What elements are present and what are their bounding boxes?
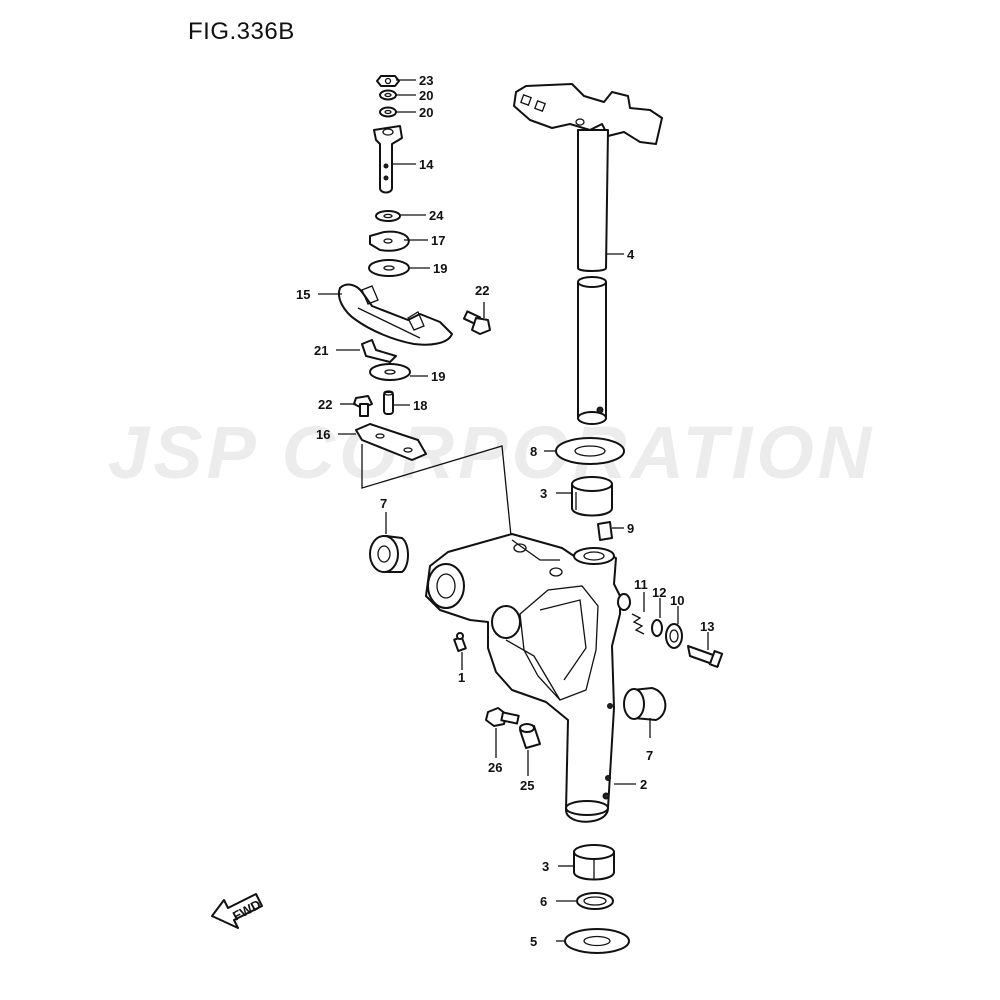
callout-number-25: 25 <box>520 778 534 793</box>
part-plate-17 <box>369 230 410 252</box>
callout-number-22: 22 <box>318 397 332 412</box>
part-nut-23 <box>376 75 400 87</box>
callout-number-18: 18 <box>413 398 427 413</box>
callout-number-13: 13 <box>700 619 714 634</box>
callout-number-23: 23 <box>419 73 433 88</box>
callout-number-22: 22 <box>475 283 489 298</box>
figure-title: FIG.336B <box>188 18 295 45</box>
part-washer-19-lower <box>369 363 411 381</box>
fwd-label: FWD <box>230 897 263 924</box>
callout-number-11: 11 <box>634 577 648 592</box>
part-washer-6 <box>576 892 614 910</box>
part-bolt-26 <box>485 707 520 727</box>
callout-number-7: 7 <box>380 496 387 511</box>
part-swivel-bracket-2 <box>425 533 631 823</box>
callout-number-26: 26 <box>488 760 502 775</box>
callout-number-24: 24 <box>429 208 444 223</box>
part-pin-18 <box>383 390 394 415</box>
callout-number-14: 14 <box>419 157 434 172</box>
part-grease-fitting-1 <box>453 632 467 653</box>
part-pin-14 <box>373 125 403 194</box>
fwd-arrow-badge: FWD <box>211 893 263 929</box>
callout-number-20: 20 <box>419 105 433 120</box>
callout-number-2: 2 <box>640 777 647 792</box>
part-washer-5 <box>564 928 630 954</box>
part-bushing-7-left <box>369 535 409 573</box>
part-lever-15 <box>338 283 453 346</box>
callout-number-7: 7 <box>646 748 653 763</box>
callout-number-3: 3 <box>540 486 547 501</box>
callout-number-4: 4 <box>627 247 635 262</box>
part-collar-25 <box>519 723 541 749</box>
part-washer-8 <box>555 437 625 465</box>
part-bushing-3-lower <box>573 844 615 881</box>
part-washer-12 <box>651 619 663 637</box>
callout-number-5: 5 <box>530 934 537 949</box>
part-bushing-3-upper <box>571 476 613 517</box>
callout-number-12: 12 <box>652 585 666 600</box>
part-washer-20-upper <box>379 89 397 101</box>
callout-number-9: 9 <box>627 521 634 536</box>
callout-number-19: 19 <box>431 369 445 384</box>
callout-number-15: 15 <box>296 287 310 302</box>
callout-number-19: 19 <box>433 261 447 276</box>
part-bushing-7-right <box>623 687 667 721</box>
part-spring-11 <box>631 613 645 635</box>
part-washer-20-lower <box>379 106 397 118</box>
part-plate-16 <box>355 423 427 461</box>
callout-number-10: 10 <box>670 593 684 608</box>
callout-number-21: 21 <box>314 343 328 358</box>
part-key-9 <box>597 521 613 541</box>
callout-number-17: 17 <box>431 233 445 248</box>
callout-number-3: 3 <box>542 859 549 874</box>
part-steering-shaft-4 <box>513 83 663 425</box>
callout-number-6: 6 <box>540 894 547 909</box>
part-plunger-10 <box>665 623 683 649</box>
callout-number-1: 1 <box>458 670 465 685</box>
part-bolt-22-upper <box>462 310 491 335</box>
callout-number-16: 16 <box>316 427 330 442</box>
part-washer-24 <box>375 210 401 222</box>
part-washer-19-upper <box>368 259 410 277</box>
part-bolt-22-lower <box>353 395 373 417</box>
part-bolt-13 <box>687 645 724 668</box>
callout-number-8: 8 <box>530 444 537 459</box>
part-clip-21 <box>361 339 397 363</box>
callout-number-20: 20 <box>419 88 433 103</box>
